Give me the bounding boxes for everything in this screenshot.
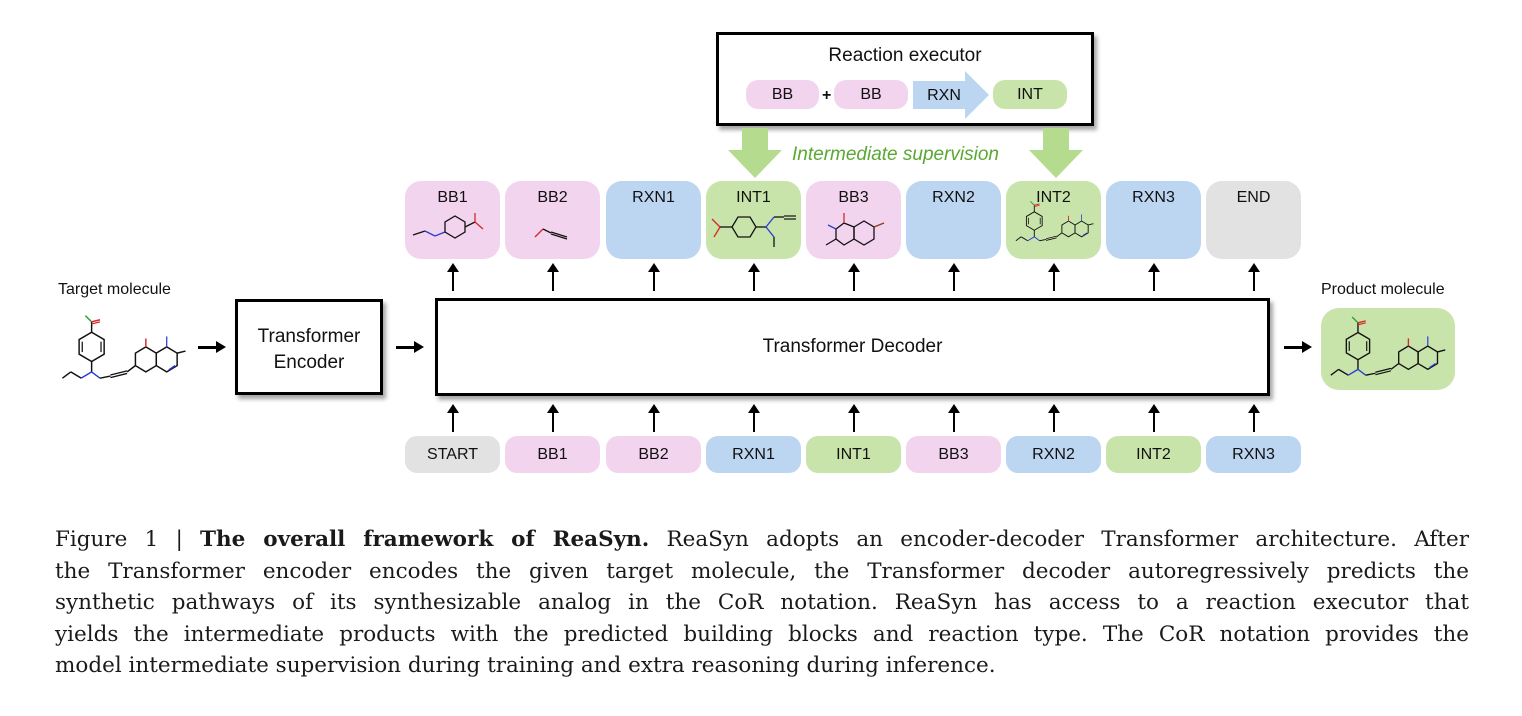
output-token-label: RXN2 xyxy=(932,189,975,206)
reaction-executor-title: Reaction executor xyxy=(828,45,982,66)
input-token-bb2: BB2 xyxy=(606,436,701,473)
up-arrow-icon xyxy=(1048,404,1060,432)
decoder-label: Transformer Decoder xyxy=(762,336,943,357)
encoder-label-line1: Transformer xyxy=(257,326,361,347)
input-token-int1: INT1 xyxy=(806,436,901,473)
up-arrow-icon xyxy=(1048,263,1060,291)
target-molecule-label: Target molecule xyxy=(58,281,171,298)
up-arrow-icon xyxy=(748,404,760,432)
caption-line-2: the Transformer encoder encodes the give… xyxy=(55,558,1469,584)
caption-line-4: yields the intermediate products with th… xyxy=(55,621,1469,647)
output-token-label: RXN1 xyxy=(632,189,675,206)
input-token-rxn2: RXN2 xyxy=(1006,436,1101,473)
up-arrow-icon xyxy=(447,263,459,291)
output-token-label: INT1 xyxy=(736,189,771,206)
input-token-rxn3: RXN3 xyxy=(1206,436,1301,473)
up-arrow-icon xyxy=(848,404,860,432)
encoder-label-line2: Encoder xyxy=(273,352,345,373)
transformer-encoder: Transformer Encoder xyxy=(235,299,383,395)
product-molecule-label: Product molecule xyxy=(1321,281,1445,298)
bb3-structure-icon xyxy=(825,213,885,246)
figure-label: Figure 1 xyxy=(55,527,159,552)
executor-bb-1-label: BB xyxy=(771,86,794,103)
output-token-bb2: BB2 xyxy=(505,181,600,259)
executor-int-label: INT xyxy=(1017,86,1043,103)
caption-text-1: ReaSyn adopts an encoder-decoder Transfo… xyxy=(666,527,1469,552)
output-token-label: END xyxy=(1236,189,1271,206)
bb1-structure-icon xyxy=(412,213,484,239)
up-arrow-icon xyxy=(648,263,660,291)
input-token-rxn1: RXN1 xyxy=(706,436,801,473)
output-token-label: BB1 xyxy=(437,189,468,206)
up-arrow-icon xyxy=(547,404,559,432)
output-token-bb3: BB3 xyxy=(806,181,901,259)
input-token-bb1: BB1 xyxy=(505,436,600,473)
output-token-label: RXN3 xyxy=(1132,189,1175,206)
input-token-bb3: BB3 xyxy=(906,436,1001,473)
right-arrow-icon xyxy=(198,341,226,352)
up-arrow-icon xyxy=(948,404,960,432)
output-token-label: BB2 xyxy=(537,189,568,206)
supervision-arrow-left xyxy=(728,128,782,178)
input-token-start: START xyxy=(405,436,500,473)
output-token-int2: INT2 xyxy=(1006,181,1101,259)
supervision-arrow-right xyxy=(1029,128,1083,178)
caption-line-3: synthetic pathways of its synthesizable … xyxy=(55,590,1469,615)
output-token-end: END xyxy=(1206,181,1301,259)
supervision-label: Intermediate supervision xyxy=(792,144,999,165)
up-arrow-icon xyxy=(1248,404,1260,432)
output-token-bb1: BB1 xyxy=(405,181,500,259)
reaction-executor-box: Reaction executor BB + BB RXN INT xyxy=(716,32,1094,126)
up-arrow-icon xyxy=(648,404,660,432)
up-arrow-icon xyxy=(1148,404,1160,432)
executor-bb-1: BB xyxy=(746,80,819,109)
caption-separator: | xyxy=(175,527,183,552)
up-arrow-icon xyxy=(447,404,459,432)
executor-bb-2: BB xyxy=(834,80,908,109)
executor-plus: + xyxy=(822,87,832,104)
figure-caption: Figure 1 | The overall framework of ReaS… xyxy=(55,524,1469,682)
input-token-int2: INT2 xyxy=(1106,436,1201,473)
product-molecule-card xyxy=(1321,308,1455,390)
output-token-rxn2: RXN2 xyxy=(906,181,1001,259)
output-token-rxn1: RXN1 xyxy=(606,181,701,259)
right-arrow-icon xyxy=(396,341,424,352)
up-arrow-icon xyxy=(1148,263,1160,291)
up-arrow-icon xyxy=(748,263,760,291)
up-arrow-icon xyxy=(948,263,960,291)
bb2-structure-icon xyxy=(534,228,568,240)
caption-line-1: Figure 1 | The overall framework of ReaS… xyxy=(55,524,1469,556)
caption-line-5: model intermediate supervision during tr… xyxy=(55,653,996,678)
caption-title: The overall framework of ReaSyn. xyxy=(200,527,650,552)
executor-rxn-arrow xyxy=(913,71,989,119)
int2-structure-icon xyxy=(1015,200,1094,242)
executor-bb-2-label: BB xyxy=(860,86,882,103)
output-token-label: INT2 xyxy=(1036,189,1071,206)
up-arrow-icon xyxy=(547,263,559,291)
output-token-label: BB3 xyxy=(838,189,869,206)
output-token-int1: INT1 xyxy=(706,181,801,259)
output-token-rxn3: RXN3 xyxy=(1106,181,1201,259)
right-arrow-icon xyxy=(1284,341,1312,352)
product-molecule-structure-icon xyxy=(1330,316,1446,376)
transformer-decoder: Transformer Decoder xyxy=(435,298,1270,396)
target-molecule-structure-icon xyxy=(61,314,187,379)
up-arrow-icon xyxy=(848,263,860,291)
int1-structure-icon xyxy=(711,215,796,247)
up-arrow-icon xyxy=(1248,263,1260,291)
executor-int: INT xyxy=(993,80,1067,109)
executor-rxn-label: RXN xyxy=(927,87,961,104)
